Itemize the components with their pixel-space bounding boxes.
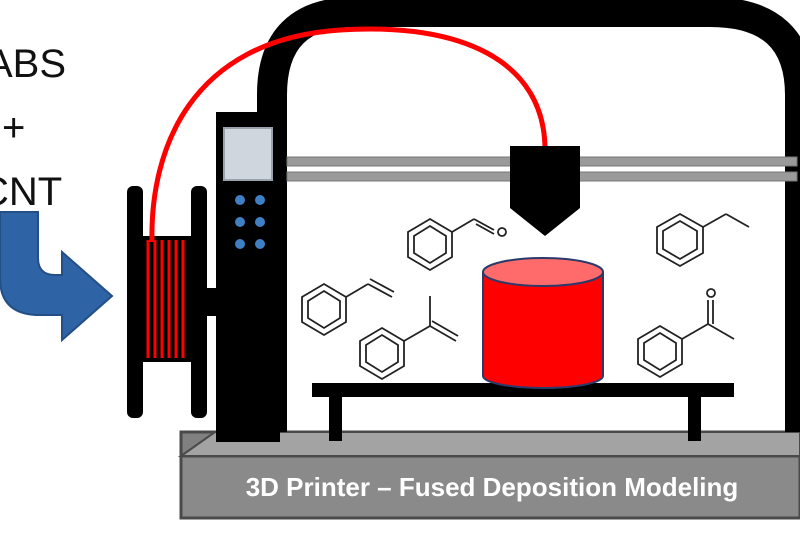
material-abs-label: ABS	[0, 42, 67, 86]
printer-base: 3D Printer – Fused Deposition Modeling	[177, 430, 800, 520]
styrene-structure	[301, 278, 395, 337]
benzaldehyde-structure	[407, 217, 507, 272]
printed-object	[482, 257, 604, 389]
ethylbenzene-structure	[656, 212, 750, 268]
build-platform	[312, 383, 734, 441]
material-cnt-label: CNT	[0, 170, 63, 214]
material-plus-label: +	[2, 106, 26, 150]
printer-base-label: 3D Printer – Fused Deposition Modeling	[246, 472, 739, 502]
printer-frame	[257, 0, 800, 432]
alpha-methylstyrene-structure	[359, 296, 459, 381]
filament-line	[149, 26, 548, 243]
acetophenone-structure	[637, 288, 735, 379]
control-screen	[223, 127, 273, 181]
control-tower	[216, 112, 280, 442]
extruder-nozzle	[510, 146, 580, 236]
filament-spool	[127, 186, 222, 418]
feed-arrow-icon	[0, 211, 114, 343]
control-buttons	[235, 195, 265, 249]
